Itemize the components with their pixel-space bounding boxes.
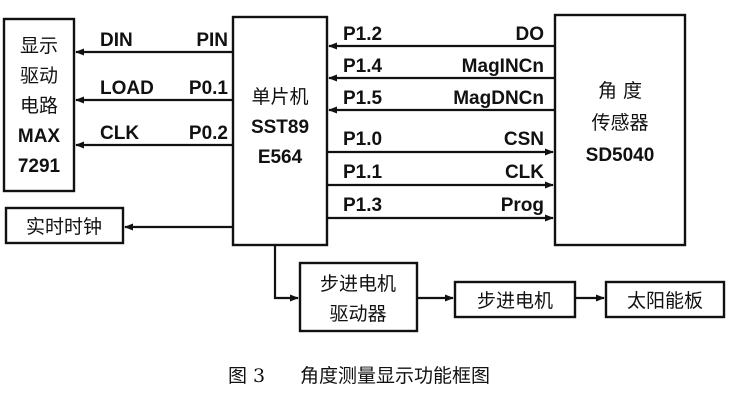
display-driver-line-5: 7291 — [18, 156, 61, 177]
motor-driver-box — [298, 261, 419, 333]
p11-label: P1.1 — [343, 162, 383, 183]
motor-label: 步进电机 — [477, 290, 553, 312]
do-label: DO — [516, 24, 545, 45]
magincn-label: MagINCn — [462, 56, 544, 77]
mcu-block: 单片机 SST89 E564 — [231, 15, 329, 247]
solar-box — [604, 280, 726, 319]
display-driver-block: 显示 驱动 电路 MAX 7291 — [2, 17, 76, 193]
mcu-line-3: E564 — [258, 147, 303, 168]
caption-figure-number: 图 3 — [228, 365, 265, 387]
solar-label: 太阳能板 — [627, 290, 703, 312]
motor-driver-block: 步进电机 驱动器 — [273, 245, 419, 333]
p12-label: P1.2 — [343, 24, 382, 45]
mcu-line-2: SST89 — [251, 117, 309, 138]
mcu-line-1: 单片机 — [251, 86, 308, 108]
sensor-block: 角 度 传感器 SD5040 — [553, 13, 687, 247]
sensor-line-3: SD5040 — [586, 145, 655, 166]
rtc-block: 实时时钟 — [4, 206, 233, 245]
figure-caption: 图 3 角度测量显示功能框图 — [228, 365, 490, 387]
pin-label: PIN — [196, 30, 228, 51]
magdncn-label: MagDNCn — [453, 88, 544, 109]
motor-box — [453, 280, 577, 319]
sensor-box — [553, 13, 687, 247]
csn-label: CSN — [504, 129, 544, 150]
motor-block: 步进电机 — [417, 280, 577, 319]
motor-driver-line-2: 驱动器 — [329, 303, 386, 325]
din-label: DIN — [100, 30, 133, 51]
display-driver-line-3: 电路 — [20, 95, 58, 117]
sensor-line-1: 角 度 — [598, 80, 642, 102]
p15-label: P1.5 — [343, 88, 383, 109]
sensor-signals: P1.2 DO P1.4 MagINCn P1.5 MagDNCn P1.0 C… — [327, 24, 555, 222]
display-driver-line-2: 驱动 — [20, 65, 58, 87]
clk-sensor-label: CLK — [505, 162, 544, 183]
p13-label: P1.3 — [343, 195, 382, 216]
p10-label: P1.0 — [343, 129, 382, 150]
mcu-box — [231, 15, 329, 247]
display-driver-box — [2, 17, 76, 193]
motor-driver-line-1: 步进电机 — [320, 273, 396, 295]
p02-label: P0.2 — [189, 123, 228, 144]
clk-display-label: CLK — [100, 123, 139, 144]
caption-title: 角度测量显示功能框图 — [300, 365, 490, 387]
mcu-to-driver-arrow — [273, 245, 299, 302]
display-driver-line-1: 显示 — [20, 35, 58, 57]
p14-label: P1.4 — [343, 56, 383, 77]
rtc-label: 实时时钟 — [26, 216, 102, 238]
display-driver-line-4: MAX — [18, 126, 61, 147]
rtc-box — [4, 206, 125, 245]
solar-block: 太阳能板 — [575, 280, 726, 319]
display-signals: DIN PIN LOAD P0.1 CLK P0.2 — [75, 30, 233, 149]
sensor-line-2: 传感器 — [591, 112, 648, 134]
prog-label: Prog — [501, 195, 544, 216]
load-label: LOAD — [100, 78, 154, 99]
p01-label: P0.1 — [189, 78, 229, 99]
